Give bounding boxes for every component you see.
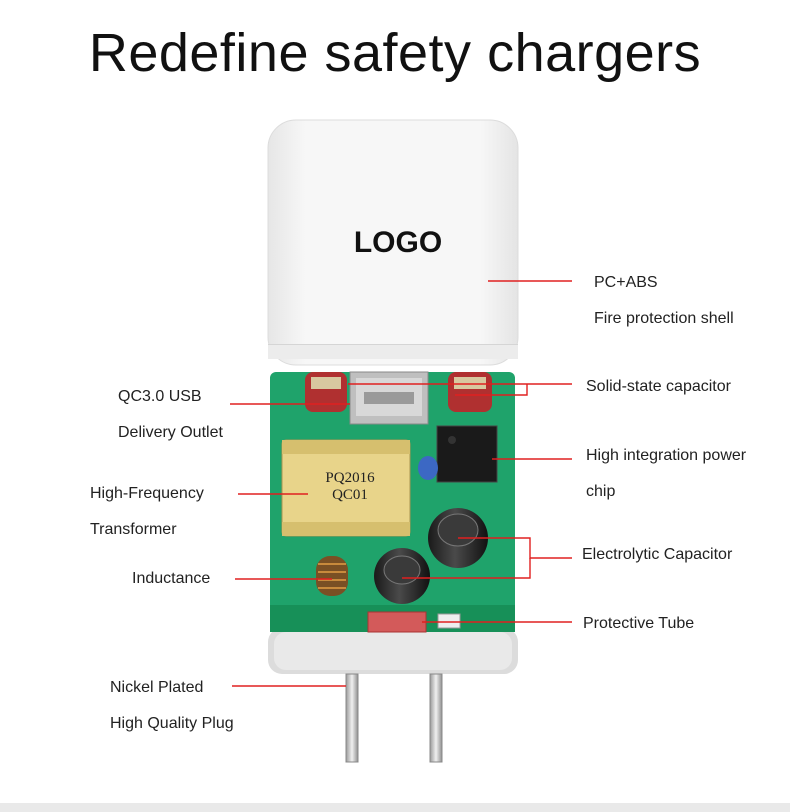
label-usb-line2: Delivery Outlet: [118, 424, 223, 441]
label-shell-material: PC+ABS: [594, 274, 658, 291]
label-electrolytic-capacitor: Electrolytic Capacitor: [582, 546, 733, 563]
label-plug-line1: Nickel Plated: [110, 679, 204, 696]
protective-fuse: [367, 611, 427, 633]
bottom-divider: [0, 803, 790, 812]
label-chip-line2: chip: [586, 483, 616, 500]
plug-pin-right: [429, 673, 443, 763]
label-shell-feature: Fire protection shell: [594, 310, 734, 327]
power-chip: [436, 425, 498, 483]
leader-lines: [230, 280, 572, 687]
transformer-model-text: PQ2016: [325, 470, 375, 486]
label-plug-line2: High Quality Plug: [110, 715, 234, 732]
transformer-code-text: QC01: [332, 487, 368, 503]
inductance-coil: [316, 556, 348, 596]
label-usb-line1: QC3.0 USB: [118, 388, 202, 405]
plug-pin-left: [345, 673, 359, 763]
label-protective-tube: Protective Tube: [583, 615, 695, 632]
logo-text: LOGO: [354, 226, 442, 259]
charger-shell: [267, 119, 519, 366]
label-chip-line1: High integration power: [586, 447, 747, 464]
label-inductance: Inductance: [132, 570, 211, 587]
label-solid-capacitor: Solid-state capacitor: [586, 378, 731, 395]
page-title: Redefine safety chargers: [88, 23, 702, 83]
label-transformer-line1: High-Frequency: [90, 485, 204, 502]
label-transformer-line2: Transformer: [90, 521, 177, 538]
y-capacitor: [418, 456, 438, 480]
